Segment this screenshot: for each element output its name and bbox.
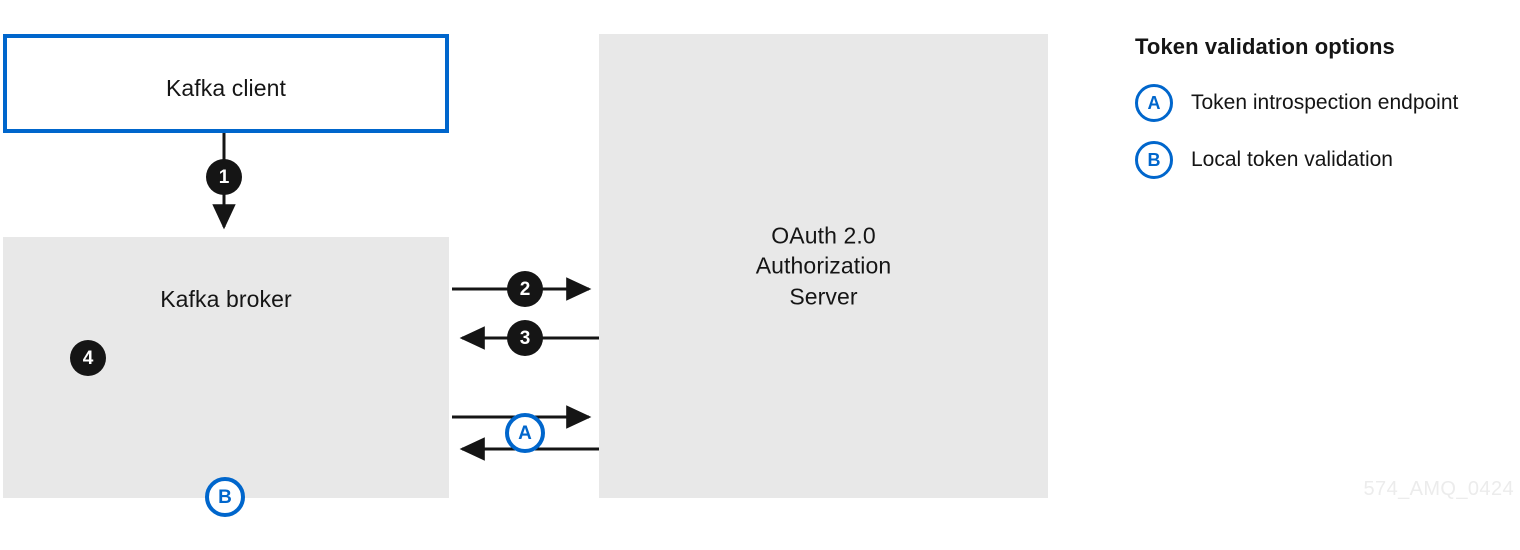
step-badge-3: 3 xyxy=(507,320,543,356)
kafka-client-label: Kafka client xyxy=(165,75,287,101)
step-badge-1: 1 xyxy=(206,159,242,195)
legend-item-a-label: Token introspection endpoint xyxy=(1191,91,1459,114)
oauth-server-node: OAuth 2.0 Authorization Server xyxy=(599,34,1048,498)
step-badge-2: 2 xyxy=(507,271,543,307)
legend-title: Token validation options xyxy=(1135,34,1395,59)
oauth-server-label-line2: Authorization xyxy=(755,252,892,279)
legend-item-a: A Token introspection endpoint xyxy=(1135,84,1515,122)
legend-item-b: B Local token validation xyxy=(1135,141,1515,179)
step-badge-4: 4 xyxy=(70,340,106,376)
watermark: 574_AMQ_0424 xyxy=(1363,478,1514,500)
option-marker-b: B xyxy=(205,477,245,517)
option-marker-a: A xyxy=(505,413,545,453)
legend-marker-a-icon: A xyxy=(1135,84,1173,122)
kafka-client-node: Kafka client xyxy=(3,34,449,133)
legend-marker-b-icon: B xyxy=(1135,141,1173,179)
oauth-server-label-line3: Server xyxy=(789,283,858,310)
kafka-broker-label: Kafka broker xyxy=(160,286,292,312)
oauth-server-label: OAuth 2.0 Authorization Server xyxy=(599,220,1048,311)
kafka-broker-node: Kafka broker Token validation xyxy=(3,237,449,498)
legend-item-b-label: Local token validation xyxy=(1191,148,1393,171)
oauth-server-label-line1: OAuth 2.0 xyxy=(771,222,876,249)
legend: Token validation options A Token introsp… xyxy=(1135,34,1515,198)
